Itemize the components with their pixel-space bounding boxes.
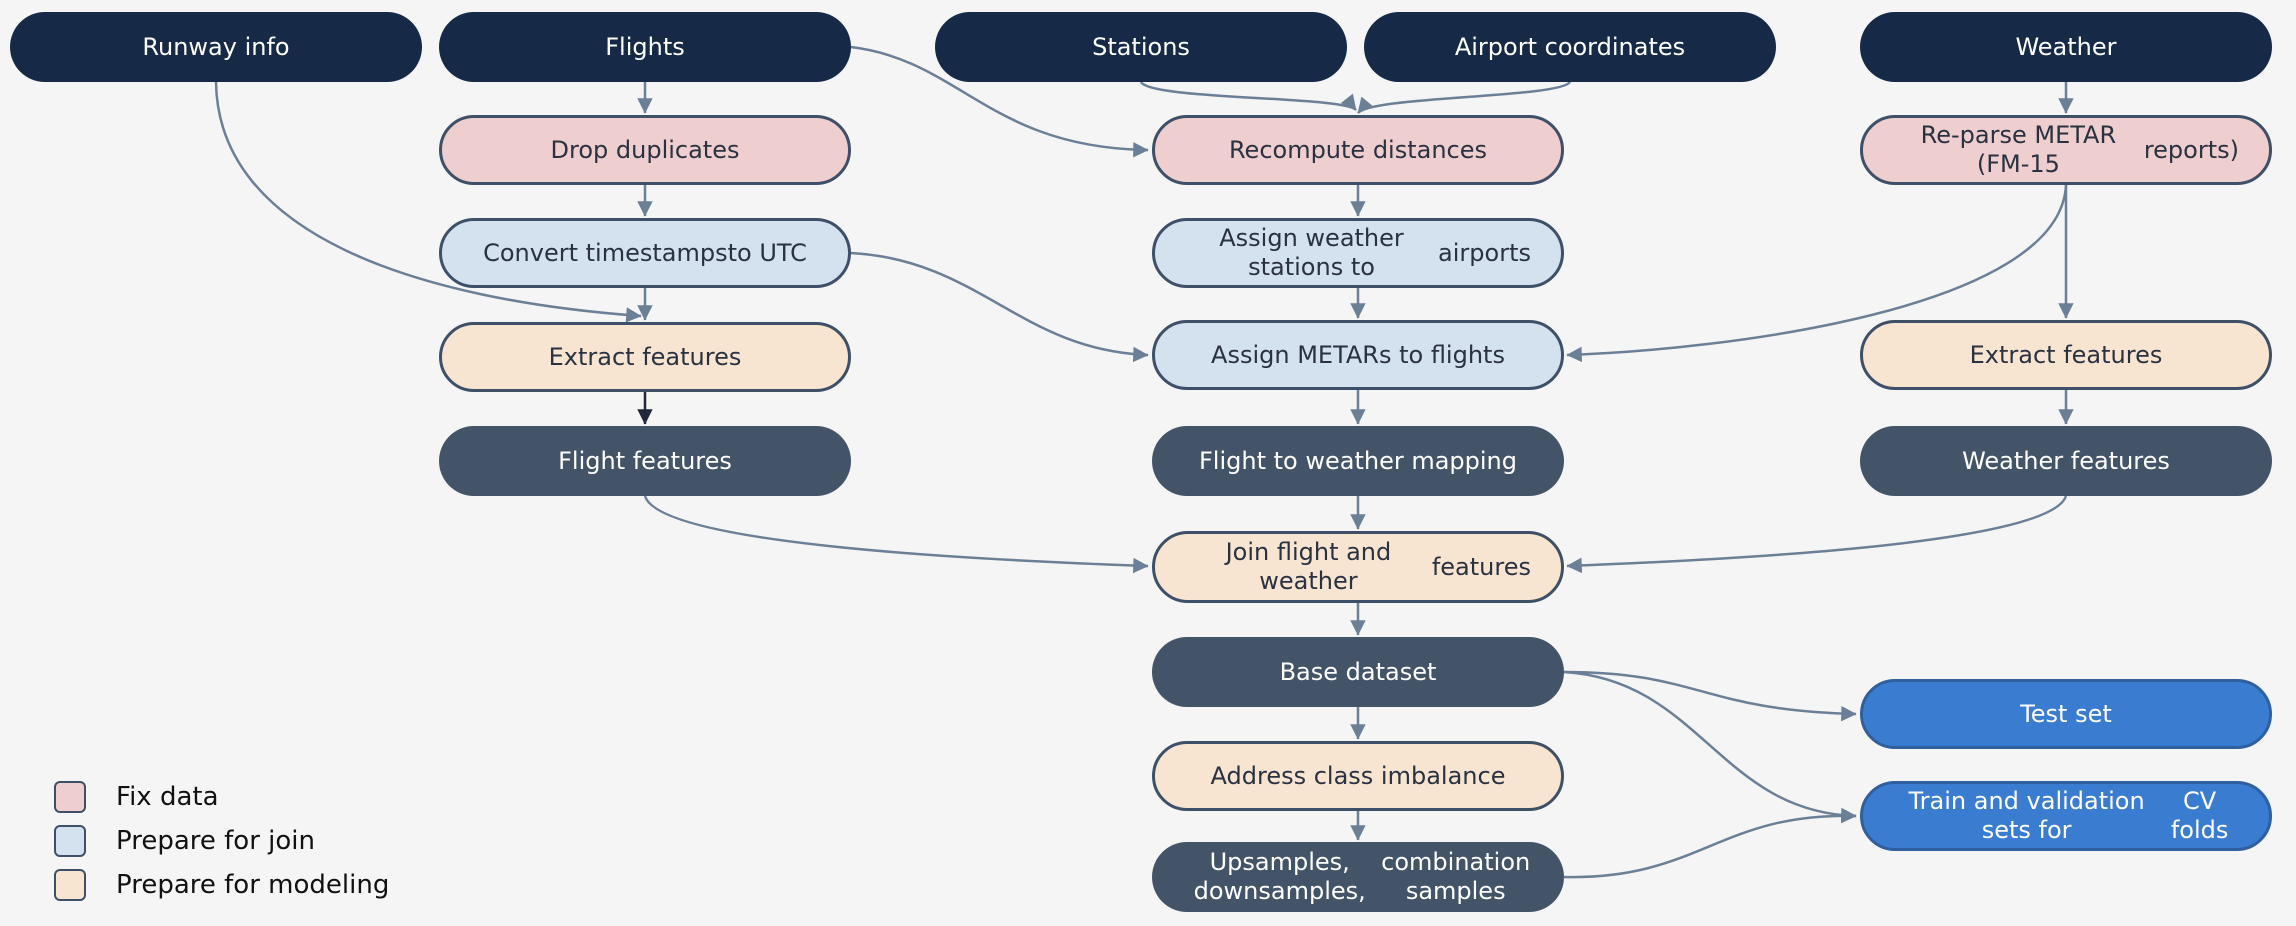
source-airport-coordinates: Airport coordinates bbox=[1364, 12, 1776, 82]
legend-swatch-prepare-join bbox=[54, 825, 86, 857]
legend-item-prepare-modeling: Prepare for modeling bbox=[54, 863, 389, 907]
output-upsamples: Upsamples, downsamples,combination sampl… bbox=[1152, 842, 1564, 912]
edge-reparse-to-assignm bbox=[1566, 184, 2068, 363]
legend-item-fix-data: Fix data bbox=[54, 775, 389, 819]
output-base-dataset: Base dataset bbox=[1152, 637, 1564, 707]
legend-label-prepare-join: Prepare for join bbox=[116, 826, 315, 856]
edge-weatherfeatures-to-join bbox=[1566, 495, 2068, 574]
step-drop-duplicates: Drop duplicates bbox=[439, 115, 851, 185]
edge-flightfeatures-to-join bbox=[643, 495, 1149, 574]
legend-label-fix-data: Fix data bbox=[116, 782, 219, 812]
legend-item-prepare-join: Prepare for join bbox=[54, 819, 389, 863]
step-extract-features-weather: Extract features bbox=[1860, 320, 2272, 390]
source-flights: Flights bbox=[439, 12, 851, 82]
step-recompute-distances: Recompute distances bbox=[1152, 115, 1564, 185]
legend-swatch-prepare-modeling bbox=[54, 869, 86, 901]
edge-convert-to-assignm bbox=[850, 251, 1149, 363]
edge-flights-to-recompute bbox=[850, 45, 1149, 158]
legend: Fix data Prepare for join Prepare for mo… bbox=[54, 775, 389, 907]
edge-airport-to-recompute bbox=[1357, 81, 1572, 114]
source-weather: Weather bbox=[1860, 12, 2272, 82]
edge-upsamp-to-train bbox=[1563, 807, 1857, 879]
edge-runway-to-extract bbox=[214, 81, 642, 323]
edge-stations-to-recompute bbox=[1139, 81, 1357, 112]
step-address-class-imbalance: Address class imbalance bbox=[1152, 741, 1564, 811]
output-weather-features: Weather features bbox=[1860, 426, 2272, 496]
step-extract-features-flights: Extract features bbox=[439, 322, 851, 392]
output-flight-weather-mapping: Flight to weather mapping bbox=[1152, 426, 1564, 496]
output-test-set: Test set bbox=[1860, 679, 2272, 749]
step-assign-metars: Assign METARs to flights bbox=[1152, 320, 1564, 390]
edge-base-to-test bbox=[1563, 670, 1857, 722]
output-flight-features: Flight features bbox=[439, 426, 851, 496]
edge-base-to-train bbox=[1563, 670, 1857, 824]
source-runway-info: Runway info bbox=[10, 12, 422, 82]
legend-swatch-fix-data bbox=[54, 781, 86, 813]
legend-label-prepare-modeling: Prepare for modeling bbox=[116, 870, 390, 900]
source-stations: Stations bbox=[935, 12, 1347, 82]
